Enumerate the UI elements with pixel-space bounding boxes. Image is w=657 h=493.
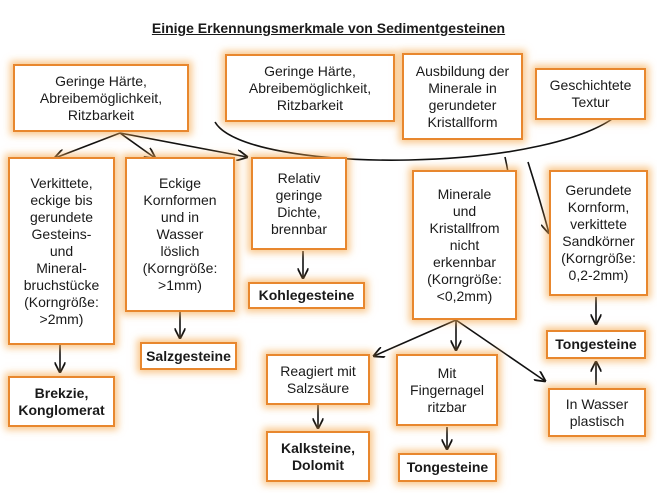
arrow-to-gerundete	[527, 161, 549, 233]
box-relativ-geringe-dichte: Relativ geringe Dichte, brennbar	[251, 157, 347, 250]
result-kalksteine-dolomit: Kalksteine, Dolomit	[266, 431, 370, 482]
arrow-to-reagiert	[374, 319, 457, 356]
box-gerundete-kornform: Gerundete Kornform, verkittete Sandkörne…	[549, 170, 648, 296]
box-ausbildung-minerale: Ausbildung der Minerale in gerundeter Kr…	[402, 53, 523, 140]
result-salzgesteine: Salzgesteine	[140, 342, 237, 370]
box-geringe-haerte-left: Geringe Härte, Abreibemöglichkeit, Ritzb…	[13, 64, 189, 132]
box-eckige-kornformen: Eckige Kornformen und in Wasser löslich …	[125, 157, 235, 312]
box-geringe-haerte-mid: Geringe Härte, Abreibemöglichkeit, Ritzb…	[225, 54, 395, 122]
box-geschichtete-textur: Geschichtete Textur	[535, 68, 646, 120]
result-kohlegesteine: Kohlegesteine	[248, 282, 365, 309]
result-brekzie-konglomerat: Brekzie, Konglomerat	[8, 376, 115, 427]
group-arc	[214, 107, 626, 161]
box-wasser-plastisch: In Wasser plastisch	[548, 388, 646, 437]
diagram-title: Einige Erkennungsmerkmale von Sedimentge…	[151, 20, 506, 36]
box-verkittete: Verkittete, eckige bis gerundete Gestein…	[8, 157, 115, 345]
box-reagiert-salzsaeure: Reagiert mit Salzsäure	[266, 354, 370, 405]
result-tongesteine-right: Tongesteine	[546, 330, 646, 359]
arrow-to-relativ	[119, 132, 247, 157]
arrow-to-plastisch	[455, 319, 545, 381]
result-tongesteine-mid: Tongesteine	[398, 453, 497, 482]
arrow-to-verkittete	[55, 132, 121, 158]
box-fingernagel-ritzbar: Mit Fingernagel ritzbar	[396, 354, 498, 426]
box-minerale-nicht-erkennbar: Minerale und Kristallfrom nicht erkennba…	[412, 170, 517, 320]
arrow-to-eckige	[119, 132, 155, 158]
